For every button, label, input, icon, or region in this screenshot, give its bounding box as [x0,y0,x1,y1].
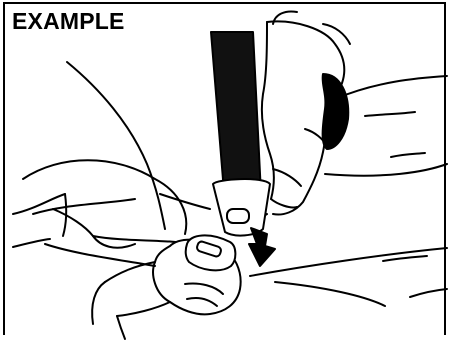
example-label: EXAMPLE [12,10,127,33]
occupant-arm [23,160,186,234]
seat-contour-line [13,239,50,247]
seat-contour-line [365,112,415,116]
upper-hand-finger [271,199,297,207]
seatbelt-strap [211,32,261,204]
latch-plate [213,179,270,235]
upper-hand-finger [273,169,301,186]
lower-wrist [117,316,125,339]
illustration-frame: EXAMPLE [3,2,446,335]
seatbelt-buckle-illustration [5,4,450,341]
seat-contour-line [325,164,447,176]
seat-cushion-line [410,289,447,297]
lower-wrist [92,282,105,324]
upper-wrist [323,24,350,44]
occupant-arm [160,194,210,209]
arrow-icon [249,228,275,266]
seat-cushion-line [250,248,447,276]
seat-cushion-line [383,256,427,261]
seat-cushion-line [275,282,385,306]
seat-contour-line [335,76,447,99]
latch-slot [227,209,249,223]
seat-contour-line [391,153,425,157]
headrest-pad [323,74,349,149]
seat-edge [45,244,155,266]
lower-hand-finger [117,302,170,316]
seat-contour-line [67,62,165,229]
upper-hand [262,22,274,199]
